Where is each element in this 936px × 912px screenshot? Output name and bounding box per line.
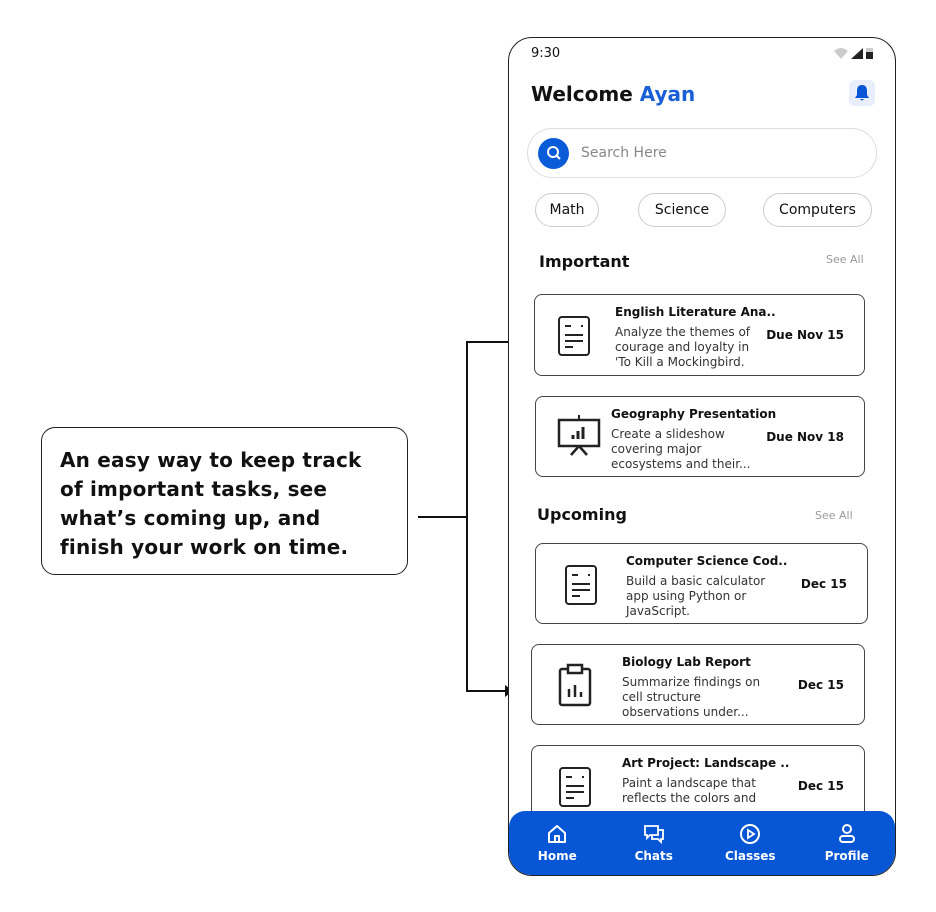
- task-description: Create a slideshow covering major ecosys…: [611, 427, 751, 471]
- welcome-heading: Welcome Ayan: [531, 82, 695, 106]
- see-all-important[interactable]: See All: [826, 253, 864, 266]
- task-description: Summarize findings on cell structure obs…: [622, 675, 761, 719]
- task-title: Biology Lab Report: [622, 655, 751, 669]
- search-input[interactable]: Search Here: [581, 145, 667, 161]
- clipboard-icon: [558, 663, 592, 707]
- play-circle-icon: [740, 824, 761, 844]
- battery-icon: [866, 48, 873, 59]
- status-icons: [834, 47, 873, 59]
- nav-home[interactable]: Home: [517, 823, 597, 863]
- status-time: 9:30: [531, 46, 561, 61]
- task-due: Dec 15: [797, 678, 844, 692]
- task-due: Due Nov 18: [766, 430, 844, 444]
- user-name: Ayan: [639, 82, 696, 106]
- home-icon: [548, 825, 567, 843]
- profile-icon: [838, 824, 855, 843]
- chip-math[interactable]: Math: [535, 193, 599, 227]
- phone-screen: 9:30 Welcome Ayan Search Here Math Scien…: [508, 37, 896, 876]
- nav-label: Home: [537, 849, 577, 863]
- wifi-icon: [834, 48, 848, 59]
- connector-line: [466, 341, 468, 692]
- task-card[interactable]: Geography Presentation Create a slidesho…: [535, 396, 865, 477]
- section-title-upcoming: Upcoming: [537, 505, 627, 524]
- chat-icon: [643, 825, 664, 845]
- nav-profile[interactable]: Profile: [807, 823, 887, 863]
- task-title: Art Project: Landscape ..: [622, 756, 790, 770]
- task-due: Dec 15: [800, 577, 847, 591]
- task-card[interactable]: English Literature Ana.. Analyze the the…: [534, 294, 865, 376]
- signal-icon: [851, 48, 863, 59]
- task-description: Paint a landscape that reflects the colo…: [622, 776, 757, 805]
- document-icon: [565, 565, 597, 605]
- connector-line: [466, 341, 512, 343]
- document-icon: [559, 767, 591, 807]
- nav-label: Classes: [724, 849, 776, 863]
- task-card[interactable]: Computer Science Cod.. Build a basic cal…: [535, 543, 868, 624]
- section-title-important: Important: [539, 252, 630, 271]
- welcome-text: Welcome: [531, 82, 633, 106]
- chip-computers[interactable]: Computers: [763, 193, 872, 227]
- search-bar[interactable]: Search Here: [527, 128, 877, 178]
- callout-note: An easy way to keep track of important t…: [41, 427, 408, 575]
- bell-icon: [855, 85, 869, 101]
- see-all-upcoming[interactable]: See All: [815, 509, 853, 522]
- presentation-icon: [557, 415, 601, 456]
- task-description: Analyze the themes of courage and loyalt…: [615, 325, 751, 369]
- nav-classes[interactable]: Classes: [710, 823, 790, 863]
- task-title: Computer Science Cod..: [626, 554, 788, 568]
- document-icon: [558, 316, 590, 356]
- chip-science[interactable]: Science: [638, 193, 726, 227]
- nav-label: Profile: [824, 849, 869, 863]
- connector-line: [466, 690, 506, 692]
- task-description: Build a basic calculator app using Pytho…: [626, 574, 766, 618]
- notification-button[interactable]: [849, 80, 875, 106]
- task-title: English Literature Ana..: [615, 305, 776, 319]
- search-icon: [538, 137, 569, 169]
- task-card[interactable]: Biology Lab Report Summarize findings on…: [531, 644, 865, 725]
- task-due: Dec 15: [797, 779, 844, 793]
- nav-chats[interactable]: Chats: [614, 823, 694, 863]
- nav-label: Chats: [634, 849, 673, 863]
- task-title: Geography Presentation: [611, 407, 777, 421]
- bottom-nav: Home Chats Classes Profile: [509, 811, 895, 875]
- connector-line: [418, 516, 468, 518]
- task-due: Due Nov 15: [766, 328, 844, 342]
